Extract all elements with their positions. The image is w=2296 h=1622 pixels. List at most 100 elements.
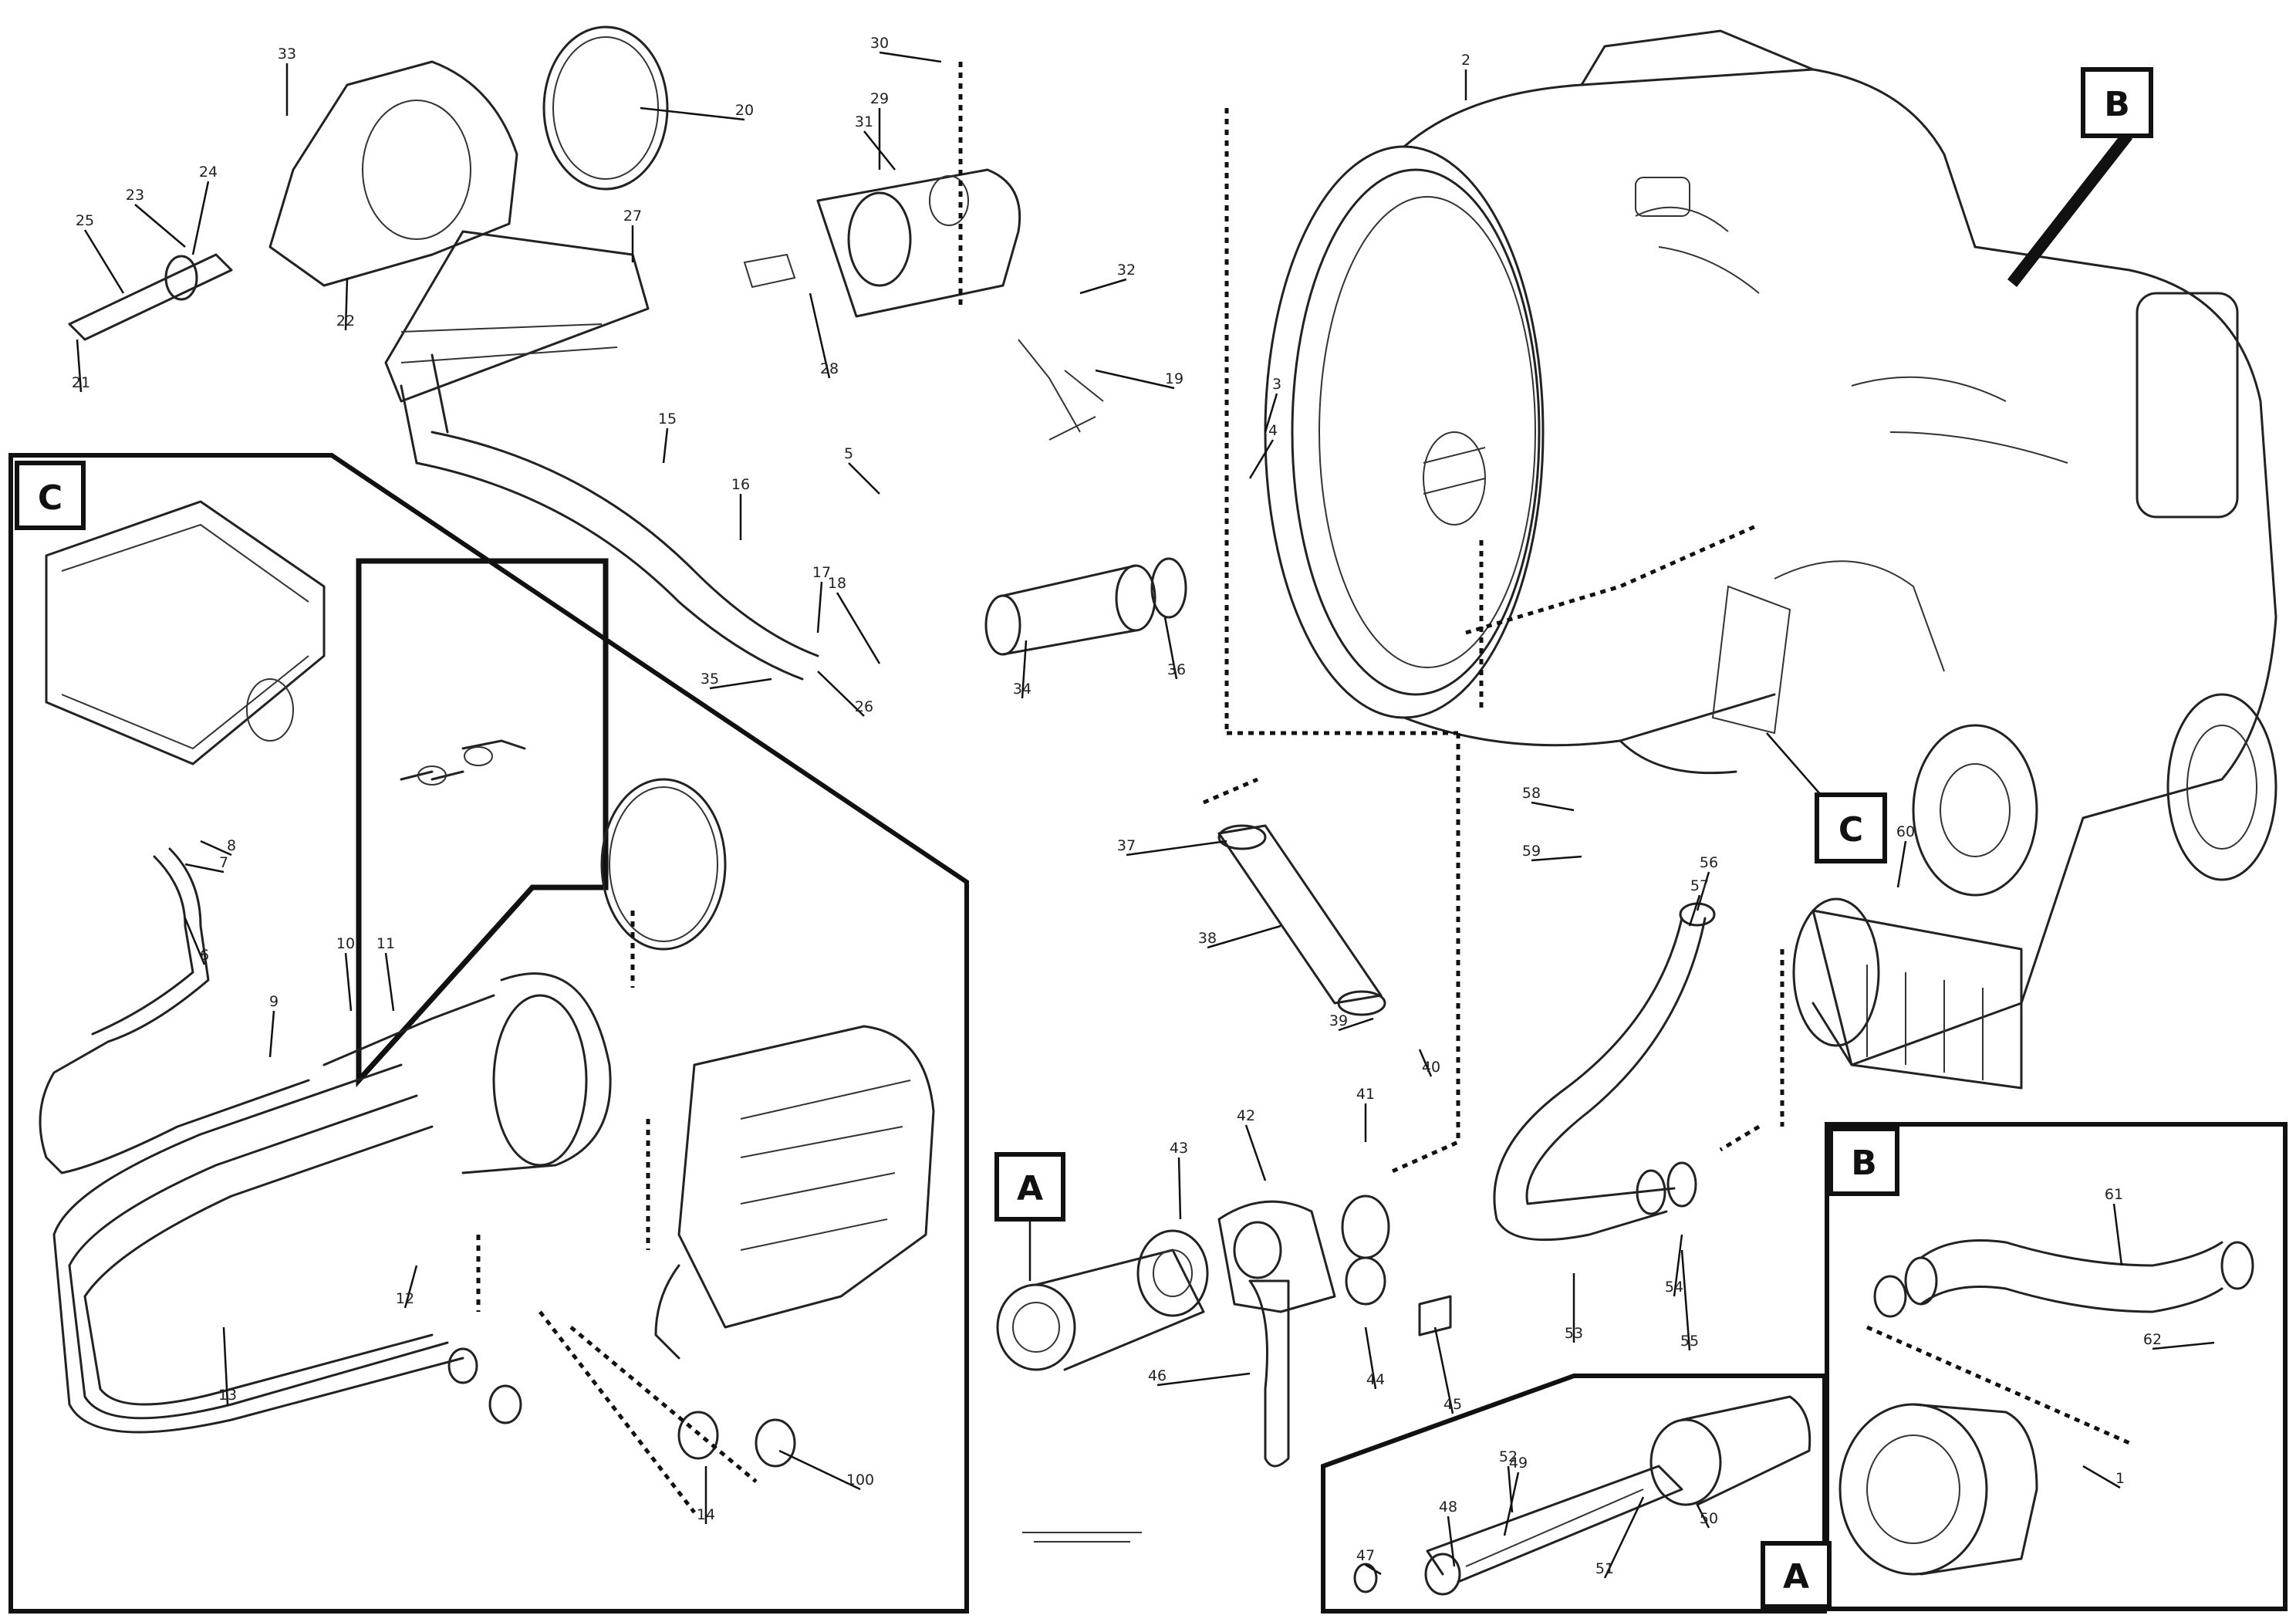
oil-hose bbox=[1493, 902, 1716, 1242]
callout-leader bbox=[76, 339, 83, 393]
part-number-label: 30 bbox=[870, 35, 889, 52]
callout-leader bbox=[2152, 1341, 2215, 1350]
callout-leader bbox=[1680, 1249, 1691, 1351]
part-number-label: 29 bbox=[870, 90, 889, 107]
callout-leader bbox=[662, 427, 669, 464]
part-number-label: 46 bbox=[1148, 1367, 1167, 1384]
part-number-label: 45 bbox=[1443, 1396, 1462, 1413]
part-number-label: 57 bbox=[1690, 877, 1709, 894]
part-number-label: 11 bbox=[376, 935, 395, 952]
part-number-label: 36 bbox=[1167, 661, 1186, 678]
callout-leader bbox=[1507, 1465, 1514, 1513]
part-number-label: 100 bbox=[846, 1472, 874, 1489]
part-number-label: 25 bbox=[76, 212, 94, 229]
part-number-label: 33 bbox=[278, 46, 296, 63]
part-number-label: 39 bbox=[1329, 1012, 1348, 1029]
part-number-label: 16 bbox=[731, 476, 750, 493]
part-number-label: 31 bbox=[855, 113, 873, 130]
callout-leader bbox=[2112, 1203, 2123, 1266]
part-number-label: 12 bbox=[396, 1290, 414, 1307]
callout-leader bbox=[1896, 840, 1907, 888]
label-c-main: C bbox=[1838, 810, 1863, 850]
callout-leader bbox=[1095, 369, 1175, 390]
callout-leader bbox=[1447, 1516, 1456, 1567]
part-number-label: 61 bbox=[2105, 1186, 2123, 1203]
callout-leader bbox=[1433, 1326, 1454, 1414]
part-number-label: 20 bbox=[735, 102, 754, 119]
callout-leader bbox=[1264, 393, 1278, 433]
callout-leader bbox=[1531, 855, 1582, 862]
part-number-label: 47 bbox=[1356, 1547, 1375, 1564]
callout-leader bbox=[191, 181, 210, 255]
callout-leader bbox=[1338, 1017, 1374, 1032]
part-number-callouts: 3320232425212227282930313219151617182635… bbox=[72, 35, 2215, 1579]
part-number-label: 15 bbox=[658, 411, 677, 427]
part-number-label: 19 bbox=[1165, 370, 1183, 387]
part-number-label: 24 bbox=[199, 164, 218, 181]
callout-leader bbox=[344, 952, 353, 1012]
callout-leader bbox=[384, 952, 395, 1012]
callout-leader bbox=[184, 863, 225, 874]
part-number-label: 34 bbox=[1013, 681, 1032, 698]
callout-leader bbox=[1207, 924, 1281, 949]
part-number-label: 32 bbox=[1117, 262, 1136, 279]
part-number-label: 51 bbox=[1595, 1560, 1614, 1577]
callout-leader bbox=[1531, 801, 1575, 812]
part-number-label: 37 bbox=[1117, 837, 1136, 854]
part-number-label: 2 bbox=[1461, 52, 1470, 69]
part-number-label: 10 bbox=[336, 935, 355, 952]
callout-leader bbox=[1673, 1234, 1683, 1297]
part-number-label: 35 bbox=[701, 671, 719, 688]
filter-housing-assembly bbox=[68, 25, 1104, 681]
part-number-label: 9 bbox=[269, 993, 279, 1010]
part-number-label: 53 bbox=[1565, 1325, 1583, 1342]
callout-leader bbox=[200, 840, 232, 857]
part-number-label: 49 bbox=[1509, 1455, 1528, 1472]
detail-a-callout-main: A bbox=[994, 1152, 1065, 1281]
part-number-label: 26 bbox=[855, 698, 873, 715]
label-c-inset: C bbox=[38, 478, 62, 518]
part-number-label: 44 bbox=[1366, 1371, 1385, 1388]
part-number-label: 13 bbox=[218, 1387, 237, 1404]
callout-leader bbox=[848, 462, 880, 495]
part-number-label: 38 bbox=[1198, 930, 1217, 947]
detail-b-inset: B bbox=[1825, 1122, 2288, 1611]
part-number-label: 22 bbox=[336, 313, 355, 329]
callout-leader bbox=[2082, 1465, 2121, 1489]
label-b-main: B bbox=[2104, 85, 2130, 124]
part-number-label: 48 bbox=[1439, 1499, 1457, 1516]
part-number-label: 18 bbox=[828, 575, 846, 592]
callout-leader bbox=[816, 581, 823, 634]
callout-leader bbox=[1126, 840, 1227, 857]
callout-leader bbox=[1688, 894, 1701, 927]
callout-leader bbox=[1163, 617, 1178, 680]
part-number-label: 41 bbox=[1356, 1086, 1375, 1103]
part-number-label: 59 bbox=[1522, 843, 1541, 860]
part-number-label: 40 bbox=[1422, 1059, 1440, 1076]
part-number-label: 28 bbox=[820, 360, 839, 377]
callout-leader bbox=[184, 917, 206, 965]
detail-c-inset: C bbox=[8, 453, 969, 1614]
callout-leader bbox=[134, 204, 186, 248]
part-number-label: 52 bbox=[1499, 1448, 1518, 1465]
callout-leader bbox=[809, 292, 831, 379]
callout-leader bbox=[1603, 1496, 1645, 1579]
detail-a-inset: A bbox=[1321, 1374, 1832, 1614]
callout-leader bbox=[817, 671, 865, 717]
label-a-main: A bbox=[1017, 1169, 1043, 1208]
part-number-label: 14 bbox=[697, 1506, 715, 1523]
part-number-label: 21 bbox=[72, 374, 90, 391]
callout-leader bbox=[1365, 1563, 1382, 1576]
callout-leader bbox=[222, 1326, 229, 1405]
callout-leader bbox=[836, 592, 881, 664]
part-number-label: 43 bbox=[1170, 1140, 1188, 1157]
callout-leader bbox=[640, 106, 745, 121]
part-number-label: 8 bbox=[227, 837, 236, 854]
callout-leader bbox=[1021, 640, 1028, 699]
callout-leader bbox=[403, 1265, 418, 1309]
part-number-label: 4 bbox=[1268, 422, 1278, 439]
part-number-label: 17 bbox=[812, 564, 831, 581]
detail-b-callout: B bbox=[2007, 67, 2153, 287]
part-number-label: 7 bbox=[219, 854, 228, 871]
